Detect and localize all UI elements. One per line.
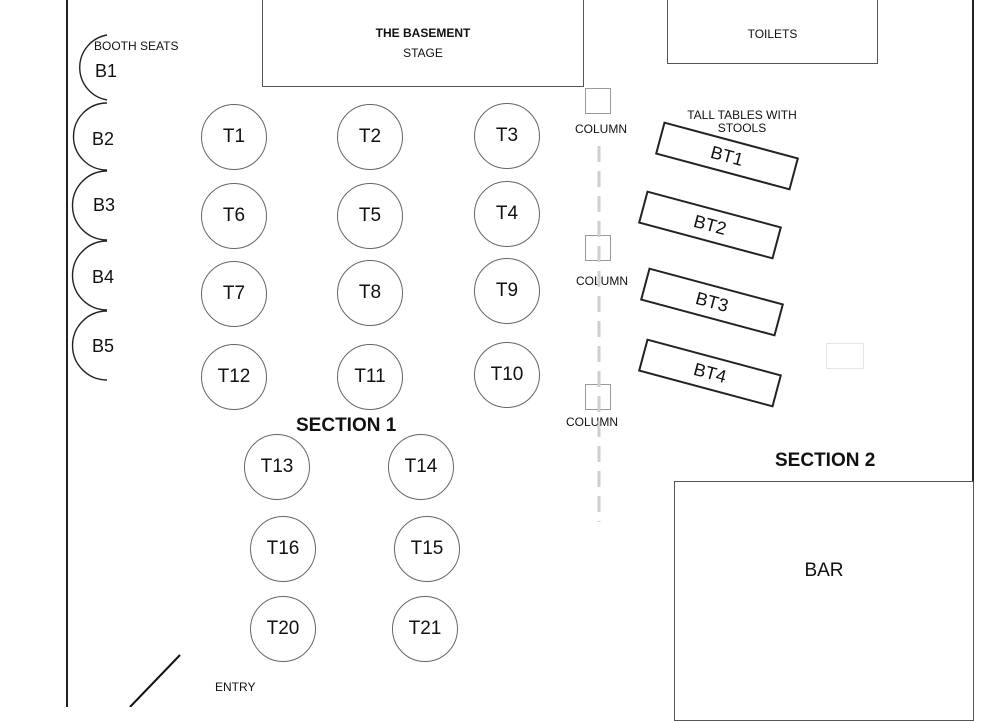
tall-tables-label: TALL TABLES WITH STOOLS xyxy=(687,108,797,135)
stage-subtitle: STAGE xyxy=(403,46,443,60)
booth-seat[interactable]: B5 xyxy=(92,336,115,356)
table[interactable]: T16 xyxy=(250,516,316,582)
table[interactable]: T13 xyxy=(244,434,310,500)
booth-seat[interactable]: B1 xyxy=(95,61,118,81)
tall-table[interactable]: BT4 xyxy=(637,338,783,408)
table[interactable]: T5 xyxy=(337,183,403,249)
table[interactable]: T21 xyxy=(392,596,458,662)
section-1-label: SECTION 1 xyxy=(296,415,397,436)
column-square xyxy=(585,384,611,410)
bar-label: BAR xyxy=(804,560,844,581)
table[interactable]: T4 xyxy=(474,181,540,247)
booth-seat[interactable]: B2 xyxy=(92,129,115,149)
column-label: COLUMN xyxy=(575,122,628,136)
booth-seats-header: BOOTH SEATS xyxy=(94,39,179,53)
stage-area: THE BASEMENT STAGE xyxy=(262,0,584,87)
table[interactable]: T1 xyxy=(201,104,267,170)
entry-door-line xyxy=(129,654,181,707)
table[interactable]: T14 xyxy=(388,434,454,500)
table[interactable]: T15 xyxy=(394,516,460,582)
stage-title: THE BASEMENT xyxy=(375,26,471,40)
column-label: COLUMN xyxy=(566,415,619,429)
right-wall xyxy=(972,0,974,707)
tall-table[interactable]: BT3 xyxy=(639,267,785,337)
table[interactable]: T20 xyxy=(250,596,316,662)
column-square xyxy=(585,235,611,261)
bar-area: BAR xyxy=(674,481,974,721)
table[interactable]: T10 xyxy=(474,342,540,408)
section-2-label: SECTION 2 xyxy=(775,450,876,471)
table[interactable]: T11 xyxy=(337,344,403,410)
table[interactable]: T7 xyxy=(201,261,267,327)
column-label: COLUMN xyxy=(576,274,629,288)
table[interactable]: T3 xyxy=(474,103,540,169)
booth-seat[interactable]: B3 xyxy=(93,195,116,215)
table[interactable]: T12 xyxy=(201,344,267,410)
column-square xyxy=(585,88,611,114)
booth-seat[interactable]: B4 xyxy=(92,267,115,287)
small-rectangle xyxy=(826,343,864,369)
table[interactable]: T8 xyxy=(337,260,403,326)
table[interactable]: T9 xyxy=(474,258,540,324)
tall-table[interactable]: BT2 xyxy=(637,190,783,260)
left-wall xyxy=(66,0,68,707)
entry-label: ENTRY xyxy=(215,680,256,694)
toilets-area: TOILETS xyxy=(667,0,878,64)
table[interactable]: T2 xyxy=(337,104,403,170)
toilets-label: TOILETS xyxy=(747,27,798,41)
table[interactable]: T6 xyxy=(201,183,267,249)
